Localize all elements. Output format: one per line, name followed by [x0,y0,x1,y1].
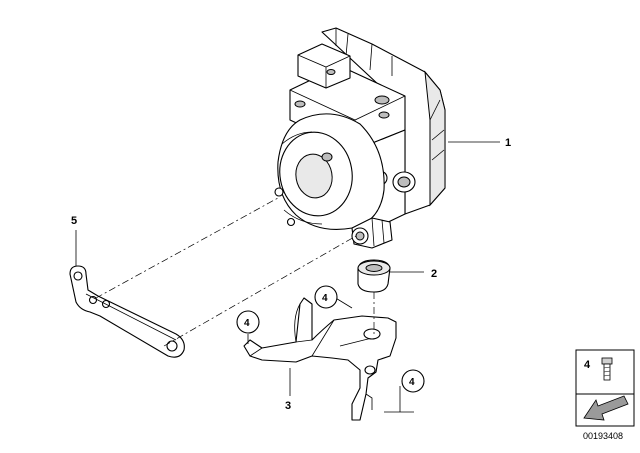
svg-text:4: 4 [409,377,415,388]
bolt-icon [601,357,613,381]
callout-2: 2 [431,268,437,280]
direction-arrow-icon [583,395,629,421]
bracket-5 [69,265,185,358]
centre-line-upper [95,197,279,299]
centre-line-lower [163,235,357,347]
circled-callout-4-left: 4 [236,310,260,334]
legend-box: 4 [575,349,635,427]
circled-callout-4-right: 4 [401,369,425,393]
callout-3: 3 [285,400,291,412]
circled-callout-4-upper: 4 [314,285,338,309]
callout-1: 1 [505,137,511,149]
callout-5: 5 [71,215,77,227]
svg-text:4: 4 [244,318,250,329]
rubber-mount [357,259,391,293]
svg-text:4: 4 [322,293,328,304]
abs-hydraulic-unit [274,27,446,249]
reference-number: 00193408 [583,431,623,441]
bracket-3 [243,297,397,421]
legend-item-number: 4 [584,359,591,371]
